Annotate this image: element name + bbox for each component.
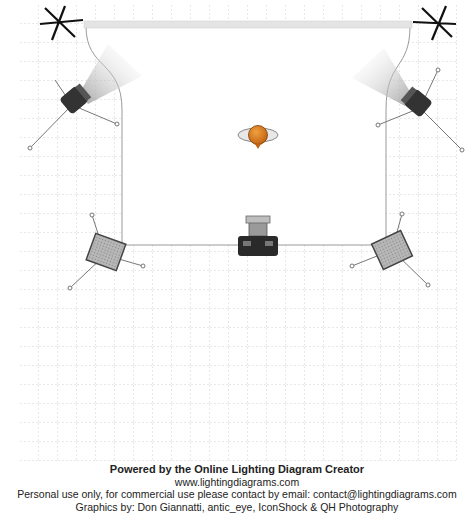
grid — [20, 5, 457, 461]
footer-note: Graphics by: Don Giannatti, antic_eye, I… — [2, 501, 472, 514]
footer: Powered by the Online Lighting Diagram C… — [2, 463, 472, 513]
spotlight — [28, 44, 142, 150]
backdrop-bar — [84, 21, 412, 28]
backdrop-sheet — [86, 26, 410, 245]
backdrop-stand — [40, 6, 456, 40]
spotlight — [352, 48, 464, 152]
subject — [238, 126, 278, 150]
softbox — [68, 213, 145, 290]
camera — [238, 216, 278, 256]
footer-note: www.lightingdiagrams.com — [2, 476, 472, 489]
footer-heading: Powered by the Online Lighting Diagram C… — [2, 463, 472, 476]
softbox — [350, 212, 430, 287]
footer-note: Personal use only, for commercial use pl… — [2, 488, 472, 501]
